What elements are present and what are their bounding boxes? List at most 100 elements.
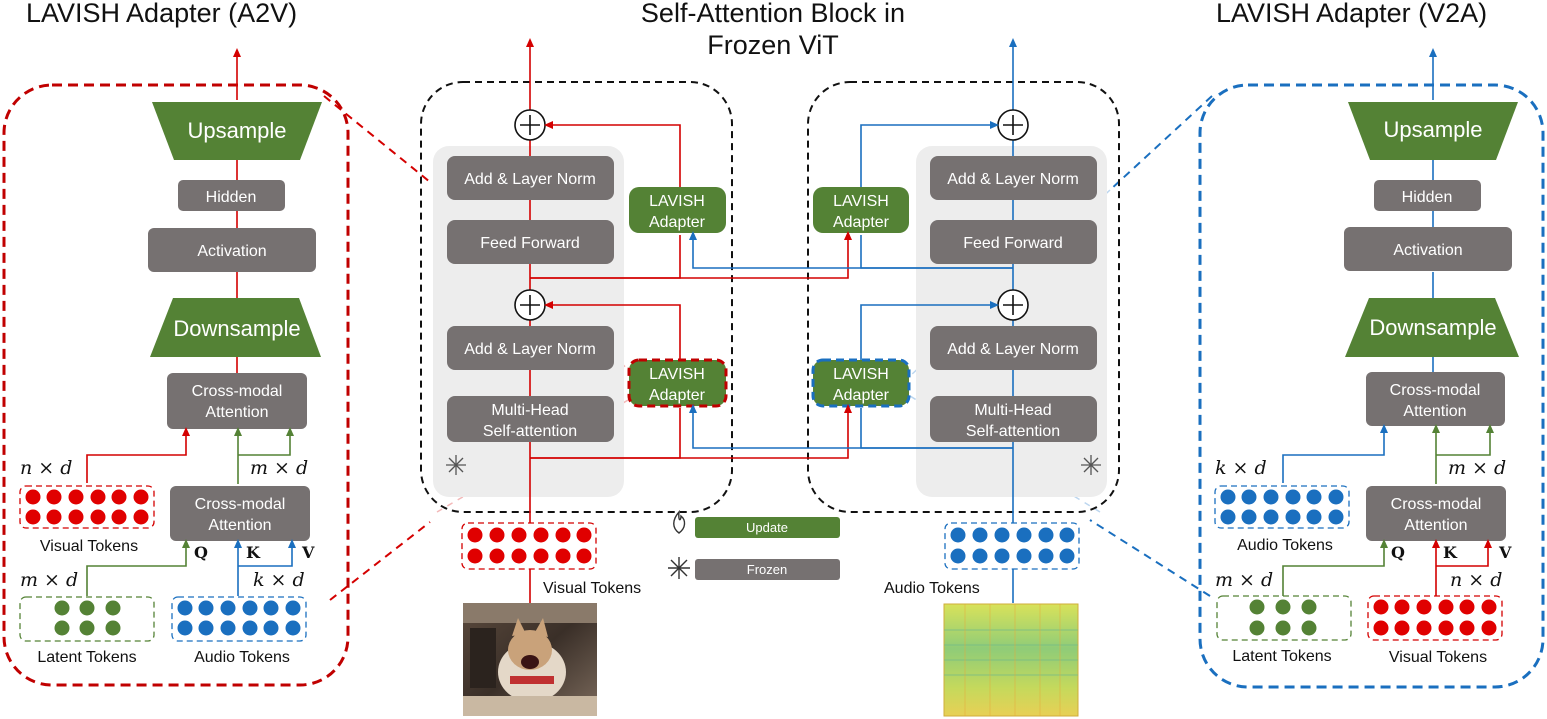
a2v-visual-token-dots bbox=[25, 489, 149, 525]
v2a-dim-audio: k × d bbox=[1215, 457, 1267, 479]
v2a-visual-token-dots bbox=[1373, 599, 1497, 636]
cross-connections bbox=[530, 231, 1013, 459]
a2v-k-label: K bbox=[246, 543, 261, 562]
vit-left-tokens-label: Visual Tokens bbox=[543, 580, 641, 597]
v2a-q-label: Q bbox=[1391, 543, 1405, 562]
v2a-audio-tokens-label: Audio Tokens bbox=[1237, 537, 1333, 554]
legend-update-swatch bbox=[695, 517, 840, 538]
v2a-dim-right: m × d bbox=[1448, 457, 1506, 479]
vit-left-adapter-bottom bbox=[627, 358, 728, 408]
vit-right-mhsa-l2: Self-attention bbox=[966, 423, 1060, 440]
v2a-audio-tokens-box bbox=[1214, 485, 1350, 529]
dog-photo bbox=[463, 603, 597, 716]
a2v-upsample-block bbox=[152, 102, 322, 160]
spectrogram bbox=[943, 603, 1079, 717]
vit-left-mhsa-l1: Multi-Head bbox=[491, 402, 568, 419]
v2a-cross-attn-bottom bbox=[1366, 486, 1506, 541]
vit-right-add-norm-top-label: Add & Layer Norm bbox=[947, 171, 1079, 188]
adapter-v2a-panel: Upsample Hidden Activation Downsample Cr… bbox=[1198, 48, 1545, 689]
vit-left-mhsa bbox=[447, 396, 614, 442]
title-center-line2: Frozen ViT bbox=[707, 30, 839, 60]
vit-right-snowflake-icon bbox=[1081, 455, 1101, 475]
vit-left-visual-token-dots bbox=[467, 527, 592, 564]
v2a-hidden-block bbox=[1374, 180, 1481, 211]
v2a-cross-attn-bottom-l1: Cross-modal bbox=[1391, 496, 1482, 513]
v2a-cross-attn-top-l1: Cross-modal bbox=[1390, 382, 1481, 399]
a2v-audio-tokens-label: Audio Tokens bbox=[194, 649, 290, 666]
vit-right-mhsa-l1: Multi-Head bbox=[974, 402, 1051, 419]
a2v-upsample-label: Upsample bbox=[187, 118, 286, 143]
v2a-visual-tokens-label: Visual Tokens bbox=[1389, 649, 1487, 666]
a2v-activation-label: Activation bbox=[197, 243, 266, 260]
a2v-cross-attn-top bbox=[167, 373, 307, 429]
vit-right-block: Add & Layer Norm Feed Forward Add & Laye… bbox=[807, 38, 1120, 603]
v2a-downsample-block bbox=[1345, 298, 1519, 357]
vit-left-block: Add & Layer Norm Feed Forward Add & Laye… bbox=[420, 38, 733, 603]
a2v-latent-tokens-box bbox=[19, 596, 155, 642]
a2v-visual-tokens-box bbox=[19, 485, 155, 529]
v2a-cross-attn-top-l2: Attention bbox=[1403, 403, 1466, 420]
vit-right-adapter-top-l1: LAVISH bbox=[833, 193, 889, 210]
vit-right-add-norm-top bbox=[930, 156, 1097, 200]
a2v-audio-tokens-box bbox=[171, 596, 307, 642]
a2v-activation-block bbox=[148, 228, 316, 272]
a2v-visual-tokens-label: Visual Tokens bbox=[40, 538, 138, 555]
v2a-upsample-label: Upsample bbox=[1383, 117, 1482, 142]
vit-right-border bbox=[807, 81, 1120, 513]
vit-right-adapter-top bbox=[813, 187, 909, 233]
vit-left-adapter-top bbox=[629, 187, 726, 233]
v2a-latent-token-dots bbox=[1249, 599, 1317, 636]
v2a-activation-block bbox=[1344, 227, 1512, 271]
a2v-cross-attn-top-l1: Cross-modal bbox=[192, 383, 283, 400]
v2a-cross-attn-top bbox=[1366, 372, 1505, 426]
a2v-q-label: Q bbox=[194, 543, 208, 562]
vit-left-adapter-bottom-l1: LAVISH bbox=[649, 366, 705, 383]
vit-left-adapter-bottom-l2: Adapter bbox=[649, 387, 706, 404]
v2a-activation-label: Activation bbox=[1393, 242, 1462, 259]
legend-frozen-swatch bbox=[695, 559, 840, 580]
vit-right-add-norm-bottom-label: Add & Layer Norm bbox=[947, 341, 1079, 358]
legend-update-label: Update bbox=[746, 520, 788, 535]
v2a-visual-tokens-box bbox=[1367, 595, 1503, 641]
a2v-downsample-label: Downsample bbox=[173, 316, 300, 341]
vit-right-adapter-bottom-l1: LAVISH bbox=[833, 366, 889, 383]
vit-right-tokens-label: Audio Tokens bbox=[884, 580, 980, 597]
a2v-border bbox=[2, 83, 350, 687]
vit-right-adapter-bottom bbox=[811, 358, 911, 408]
v2a-audio-token-dots bbox=[1220, 489, 1344, 525]
a2v-v-label: V bbox=[301, 543, 315, 562]
v2a-dim-visual: n × d bbox=[1450, 569, 1502, 591]
vit-left-add-norm-bottom-label: Add & Layer Norm bbox=[464, 341, 596, 358]
adapter-a2v-panel: Upsample Hidden Activation Downsample Cr… bbox=[2, 48, 350, 687]
a2v-dim-audio: k × d bbox=[253, 569, 305, 591]
vit-right-feed-forward-label: Feed Forward bbox=[963, 235, 1063, 252]
a2v-hidden-block bbox=[178, 180, 285, 211]
vit-left-add-norm-top-label: Add & Layer Norm bbox=[464, 171, 596, 188]
a2v-audio-token-dots bbox=[177, 600, 301, 636]
a2v-latent-tokens-label: Latent Tokens bbox=[37, 649, 136, 666]
v2a-dim-latent: m × d bbox=[1215, 569, 1273, 591]
vit-right-audio-tokens-box bbox=[944, 522, 1080, 570]
a2v-cross-attn-bottom bbox=[170, 486, 310, 541]
vit-right-adapter-bottom-l2: Adapter bbox=[833, 387, 890, 404]
vit-left-add-norm-bottom bbox=[447, 326, 614, 370]
a2v-dim-visual: n × d bbox=[20, 457, 72, 479]
v2a-downsample-label: Downsample bbox=[1369, 315, 1496, 340]
vit-left-snowflake-icon bbox=[446, 455, 466, 475]
vit-right-feed-forward bbox=[930, 220, 1097, 264]
v2a-cross-attn-bottom-l2: Attention bbox=[1404, 517, 1467, 534]
vit-left-feed-forward-label: Feed Forward bbox=[480, 235, 580, 252]
legend-frozen-label: Frozen bbox=[747, 562, 787, 577]
v2a-latent-tokens-box bbox=[1216, 595, 1352, 641]
v2a-hidden-label: Hidden bbox=[1402, 189, 1453, 206]
v2a-v-label: V bbox=[1498, 543, 1512, 562]
vit-left-mhsa-l2: Self-attention bbox=[483, 423, 577, 440]
vit-left-border bbox=[420, 81, 733, 513]
a2v-cross-attn-top-l2: Attention bbox=[205, 404, 268, 421]
vit-right-add-norm-bottom bbox=[930, 326, 1097, 370]
vit-right-adapter-top-l2: Adapter bbox=[833, 214, 890, 231]
a2v-dim-right: m × d bbox=[250, 457, 308, 479]
vit-right-mhsa bbox=[930, 396, 1097, 442]
snowflake-icon bbox=[668, 557, 690, 579]
